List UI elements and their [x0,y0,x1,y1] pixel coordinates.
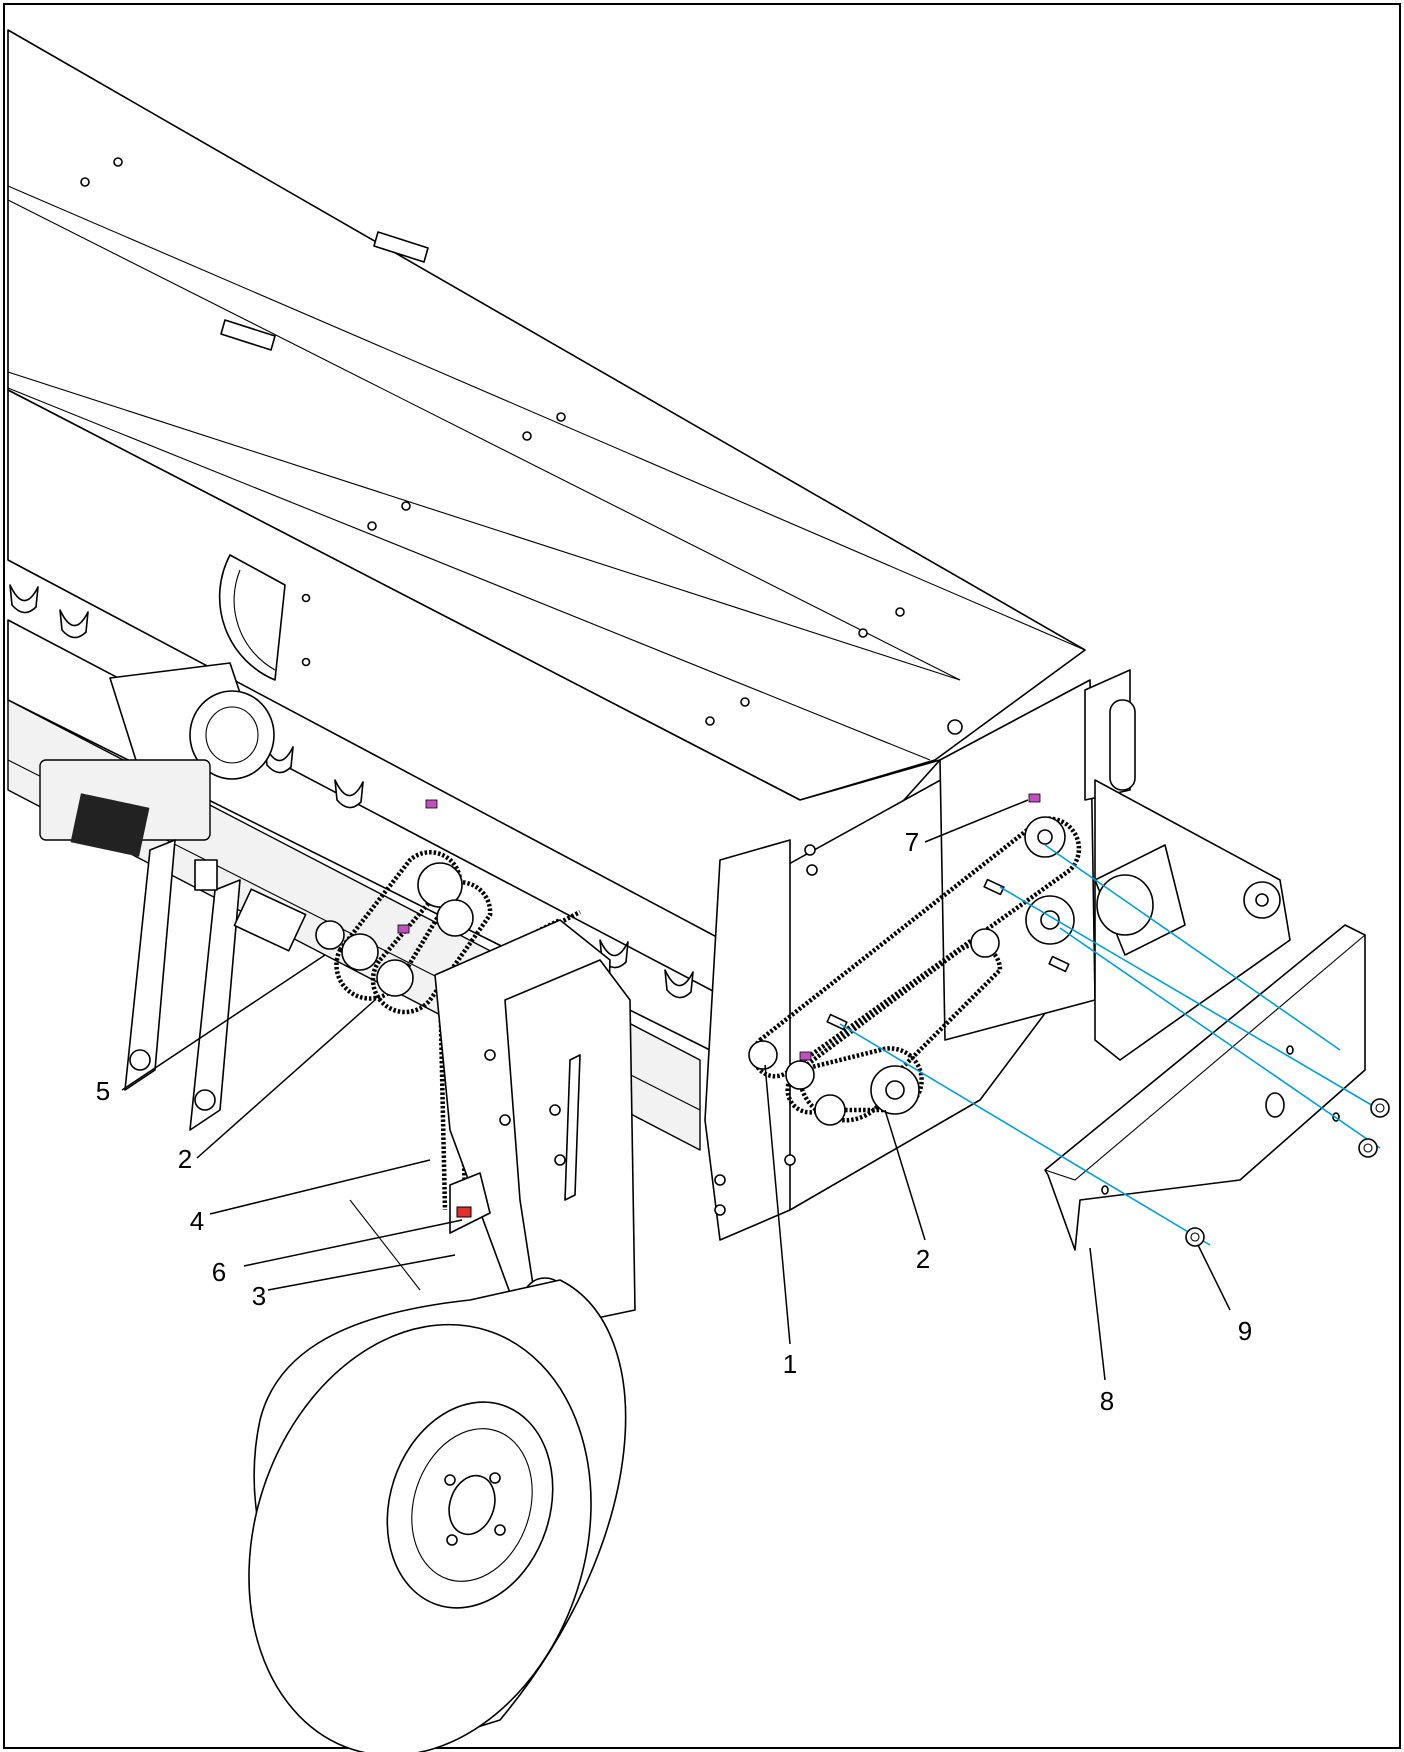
right-chain-drive [397,793,1082,1126]
callout-3: 3 [252,1281,266,1311]
rear-frame [1094,779,1291,1061]
callout-1: 1 [783,1349,797,1379]
callout-9: 9 [1238,1316,1252,1346]
seed-hopper [7,29,1086,961]
callout-labels: 5 2 4 6 3 1 2 7 8 9 [96,827,1252,1416]
assembly-lines [839,844,1381,1246]
chain-shield [1044,924,1366,1251]
callout-8: 8 [1100,1386,1114,1416]
callout-6: 6 [212,1257,226,1287]
callout-4: 4 [190,1206,204,1236]
lift-arms [124,839,307,1131]
gauge-wheel [248,1279,627,1752]
flange-nuts [1185,1098,1390,1247]
callout-7: 7 [905,827,919,857]
figure-border [3,3,1401,1749]
callout-5: 5 [96,1076,110,1106]
callout-2-right: 2 [916,1244,930,1274]
leader-lines [121,799,1231,1381]
callout-2-left: 2 [178,1144,192,1174]
